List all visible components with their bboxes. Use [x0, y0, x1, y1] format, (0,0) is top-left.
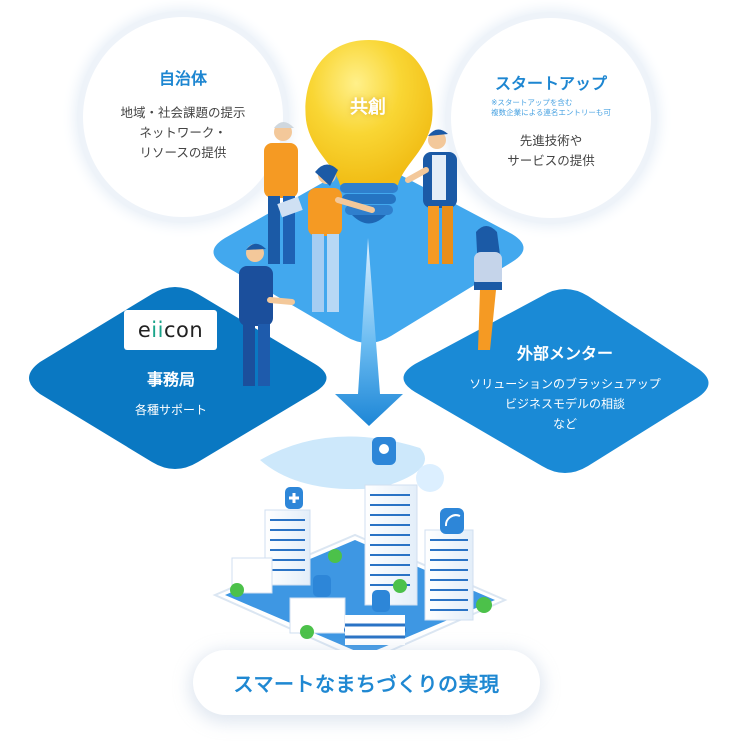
startup-description: 先進技術や サービスの提供	[451, 131, 651, 171]
logo-prefix: e	[137, 318, 152, 342]
municipality-title: 自治体	[158, 69, 207, 88]
secretariat-title: 事務局	[146, 370, 195, 389]
startup-note-line: ※スタートアップを含む	[491, 98, 573, 107]
startup-note-line: 複数企業による連名エントリーも可	[491, 108, 611, 117]
mentor-text: 外部メンター ソリューションのブラッシュアップ ビジネスモデルの相談 など	[440, 340, 690, 434]
person-man-navy-icon	[239, 243, 295, 386]
mentor-description: ソリューションのブラッシュアップ ビジネスモデルの相談 など	[440, 374, 690, 434]
smart-city-illustration	[212, 436, 508, 664]
secretariat-line: 各種サポート	[134, 403, 207, 417]
municipality-circle: 自治体 地域・社会課題の提示 ネットワーク・ リソースの提供	[83, 17, 283, 217]
mentor-line: ソリューションのブラッシュアップ	[469, 377, 661, 391]
person-woman-left-icon	[308, 164, 375, 312]
mentor-line: など	[552, 417, 577, 431]
municipality-line: ネットワーク・	[139, 125, 227, 140]
startup-circle: スタートアップ ※スタートアップを含む 複数企業による連名エントリーも可 先進技…	[451, 18, 651, 218]
person-glasses-man-icon	[405, 129, 457, 264]
logo-ii: ii	[151, 318, 164, 342]
down-arrow-icon	[335, 238, 403, 426]
person-woman-right-icon	[474, 226, 502, 350]
shield-icon	[372, 590, 390, 612]
eiicon-logo: eiicon	[124, 310, 217, 350]
mentor-title: 外部メンター	[516, 344, 613, 363]
result-label: スマートなまちづくりの実現	[233, 672, 500, 696]
result-pill: スマートなまちづくりの実現	[193, 650, 540, 715]
logo-suffix: con	[163, 318, 204, 342]
startup-line: サービスの提供	[507, 153, 595, 168]
shopping-cart-icon	[313, 575, 331, 597]
startup-title: スタートアップ	[494, 74, 607, 93]
startup-note: ※スタートアップを含む 複数企業による連名エントリーも可	[491, 98, 611, 118]
municipality-line: 地域・社会課題の提示	[120, 105, 246, 120]
wifi-icon	[440, 508, 464, 534]
person-elder-icon	[264, 122, 303, 264]
startup-line: 先進技術や	[519, 133, 583, 148]
municipality-line: リソースの提供	[139, 145, 227, 160]
secretariat-text: 事務局 各種サポート	[110, 366, 232, 420]
municipality-description: 地域・社会課題の提示 ネットワーク・ リソースの提供	[83, 103, 283, 163]
cocreation-label: 共創	[350, 97, 386, 118]
mentor-line: ビジネスモデルの相談	[504, 397, 625, 411]
